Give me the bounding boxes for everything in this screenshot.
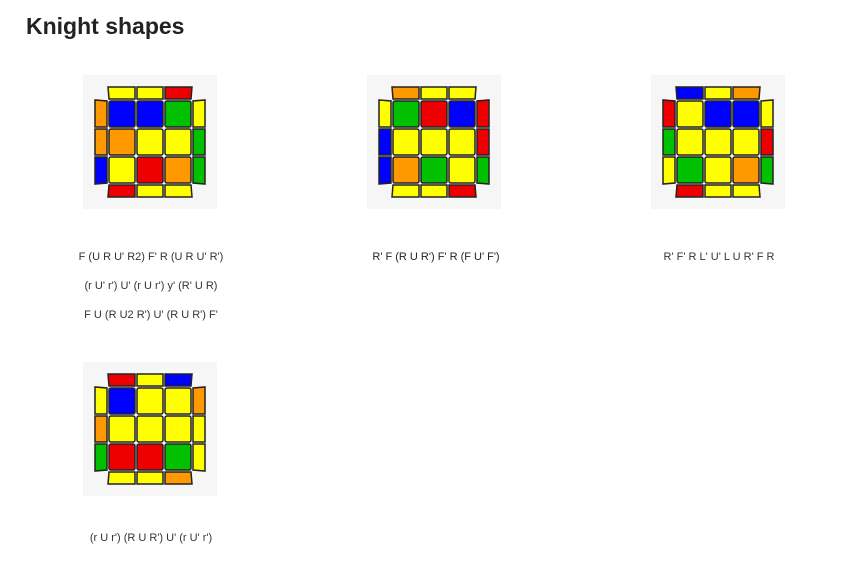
top-sticker — [448, 156, 476, 184]
side-sticker-right — [192, 99, 206, 128]
top-sticker — [108, 128, 136, 156]
top-sticker — [420, 156, 448, 184]
cube-svg — [94, 373, 206, 485]
side-sticker-bottom — [391, 184, 420, 198]
side-sticker-right — [760, 156, 774, 185]
side-sticker-left — [94, 443, 108, 472]
cube-diagram — [651, 75, 785, 209]
side-sticker-right — [760, 128, 774, 156]
top-sticker — [108, 415, 136, 443]
top-sticker — [448, 100, 476, 128]
top-sticker — [420, 128, 448, 156]
top-sticker — [420, 100, 448, 128]
side-sticker-bottom — [704, 184, 732, 198]
side-sticker-right — [192, 156, 206, 185]
cube-svg — [94, 86, 206, 198]
side-sticker-top — [448, 86, 477, 100]
top-sticker — [136, 443, 164, 471]
top-sticker — [392, 128, 420, 156]
side-sticker-top — [107, 86, 136, 100]
top-sticker — [732, 156, 760, 184]
top-sticker — [392, 100, 420, 128]
side-sticker-bottom — [732, 184, 761, 198]
side-sticker-right — [192, 443, 206, 472]
cube-diagram — [83, 362, 217, 496]
algorithm-text: R' F (R U R') F' R (F U' F') — [372, 251, 500, 263]
side-sticker-left — [378, 156, 392, 185]
side-sticker-right — [192, 415, 206, 443]
top-sticker — [108, 100, 136, 128]
side-sticker-bottom — [164, 184, 193, 198]
side-sticker-bottom — [675, 184, 704, 198]
top-sticker — [732, 128, 760, 156]
side-sticker-top — [732, 86, 761, 100]
top-sticker — [164, 415, 192, 443]
side-sticker-right — [476, 156, 490, 185]
side-sticker-top — [136, 86, 164, 100]
cube-svg — [378, 86, 490, 198]
page-title: Knight shapes — [26, 13, 185, 39]
top-sticker — [136, 156, 164, 184]
side-sticker-bottom — [107, 184, 136, 198]
top-sticker — [164, 100, 192, 128]
side-sticker-top — [675, 86, 704, 100]
top-sticker — [136, 100, 164, 128]
side-sticker-left — [94, 128, 108, 156]
top-sticker — [704, 156, 732, 184]
side-sticker-right — [192, 386, 206, 415]
top-sticker — [136, 128, 164, 156]
algorithm-text: (r U r') (R U R') U' (r U' r') — [89, 532, 213, 544]
side-sticker-top — [420, 86, 448, 100]
side-sticker-right — [476, 99, 490, 128]
top-sticker — [108, 443, 136, 471]
side-sticker-right — [476, 128, 490, 156]
side-sticker-left — [94, 386, 108, 415]
side-sticker-left — [662, 156, 676, 185]
top-sticker — [164, 387, 192, 415]
side-sticker-bottom — [136, 184, 164, 198]
top-sticker — [676, 128, 704, 156]
side-sticker-left — [662, 128, 676, 156]
top-sticker — [136, 387, 164, 415]
side-sticker-top — [107, 373, 136, 387]
top-sticker — [136, 415, 164, 443]
side-sticker-left — [378, 128, 392, 156]
cube-diagram — [83, 75, 217, 209]
top-sticker — [164, 443, 192, 471]
side-sticker-bottom — [164, 471, 193, 485]
algorithm-text: (r U' r') U' (r U r') y' (R' U R) — [84, 280, 218, 292]
side-sticker-top — [164, 86, 193, 100]
top-sticker — [704, 128, 732, 156]
side-sticker-bottom — [448, 184, 477, 198]
side-sticker-top — [136, 373, 164, 387]
top-sticker — [676, 156, 704, 184]
side-sticker-bottom — [136, 471, 164, 485]
top-sticker — [108, 387, 136, 415]
top-sticker — [448, 128, 476, 156]
side-sticker-left — [662, 99, 676, 128]
algorithm-text: F U (R U2 R') U' (R U R') F' — [84, 309, 218, 321]
side-sticker-right — [192, 128, 206, 156]
side-sticker-left — [94, 99, 108, 128]
top-sticker — [704, 100, 732, 128]
top-sticker — [164, 128, 192, 156]
top-sticker — [732, 100, 760, 128]
side-sticker-top — [164, 373, 193, 387]
side-sticker-bottom — [107, 471, 136, 485]
side-sticker-top — [391, 86, 420, 100]
side-sticker-left — [94, 156, 108, 185]
side-sticker-right — [760, 99, 774, 128]
algorithm-text: R' F' R L' U' L U R' F R — [663, 251, 775, 263]
top-sticker — [676, 100, 704, 128]
top-sticker — [164, 156, 192, 184]
side-sticker-bottom — [420, 184, 448, 198]
side-sticker-left — [378, 99, 392, 128]
top-sticker — [108, 156, 136, 184]
side-sticker-top — [704, 86, 732, 100]
cube-diagram — [367, 75, 501, 209]
side-sticker-left — [94, 415, 108, 443]
algorithm-text: F (U R U' R2) F' R (U R U' R') — [78, 251, 224, 263]
top-sticker — [392, 156, 420, 184]
cube-svg — [662, 86, 774, 198]
